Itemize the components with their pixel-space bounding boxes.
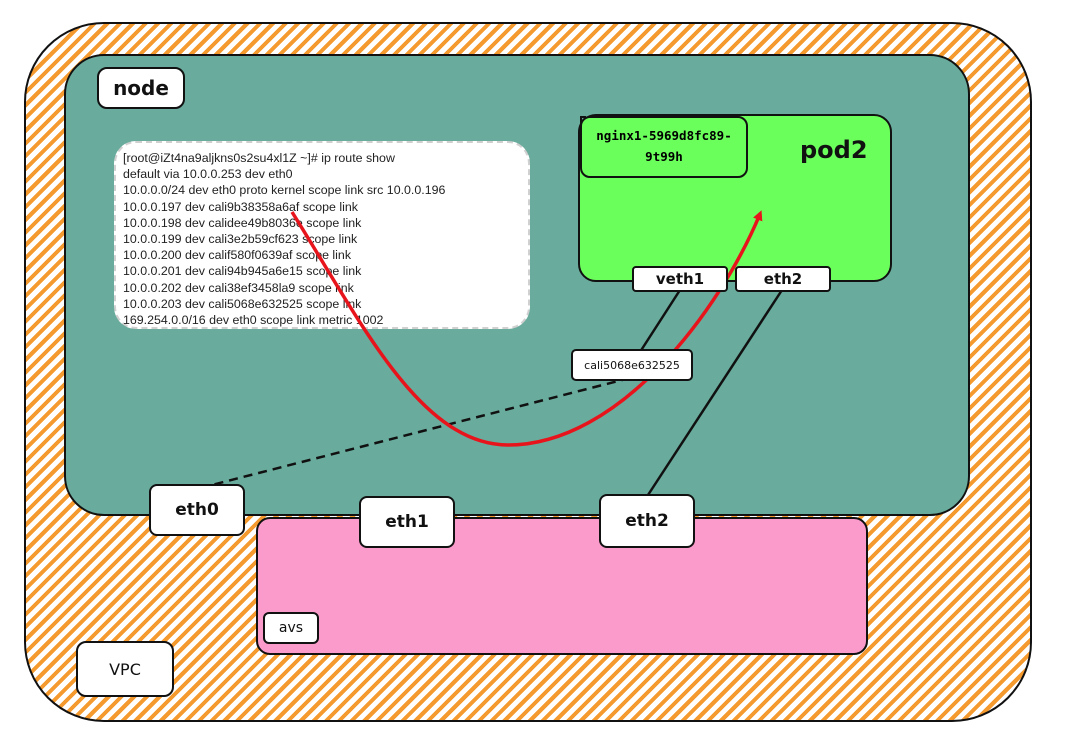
avs-eth1-interface: eth1 [359, 496, 455, 548]
nginx-container-label-line2: 9t99h [645, 149, 683, 164]
avs-eth2-interface: eth2 [599, 494, 695, 548]
route-line: 10.0.0.202 dev cali38ef3458la9 scope lin… [123, 280, 354, 295]
route-table-panel: [root@iZt4na9aljkns0s2su4xl1Z ~]# ip rou… [114, 141, 530, 329]
node-eth0-interface: eth0 [149, 484, 245, 536]
route-line: 10.0.0.203 dev cali5068e632525 scope lin… [123, 296, 362, 311]
route-line: [root@iZt4na9aljkns0s2su4xl1Z ~]# ip rou… [123, 151, 395, 165]
route-line: 10.0.0.0/24 dev eth0 proto kernel scope … [123, 183, 446, 198]
route-line: 10.0.0.197 dev cali9b38358a6af scope lin… [123, 199, 358, 214]
cali-interface: cali5068e632525 [571, 349, 693, 381]
pod-eth2-to-avs-eth2-link [646, 289, 784, 496]
nginx-container-box: nginx1-5969d8fc89- 9t99h [580, 116, 748, 178]
veth1-to-cali-link [638, 289, 682, 353]
route-line: 10.0.0.201 dev cali94b945a6e15 scope lin… [123, 264, 362, 279]
packet-path-arrow [290, 210, 763, 447]
route-line: 10.0.0.200 dev calif580f0639af scope lin… [123, 248, 352, 263]
route-line: default via 10.0.0.253 dev eth0 [123, 167, 293, 182]
node-label: node [97, 67, 185, 109]
pod-eth2-interface: eth2 [735, 266, 831, 292]
avs-label: avs [263, 612, 319, 644]
nginx-container-label-line1: nginx1-5969d8fc89- [596, 128, 732, 143]
pod-veth1-interface: veth1 [632, 266, 728, 292]
pod2-title: pod2 [800, 136, 868, 164]
avs-region [256, 517, 868, 655]
route-line: 10.0.0.199 dev cali3e2b59cf623 scope lin… [123, 231, 358, 246]
route-line: 169.254.0.0/16 dev eth0 scope link metri… [123, 312, 384, 327]
vpc-label: VPC [76, 641, 174, 697]
